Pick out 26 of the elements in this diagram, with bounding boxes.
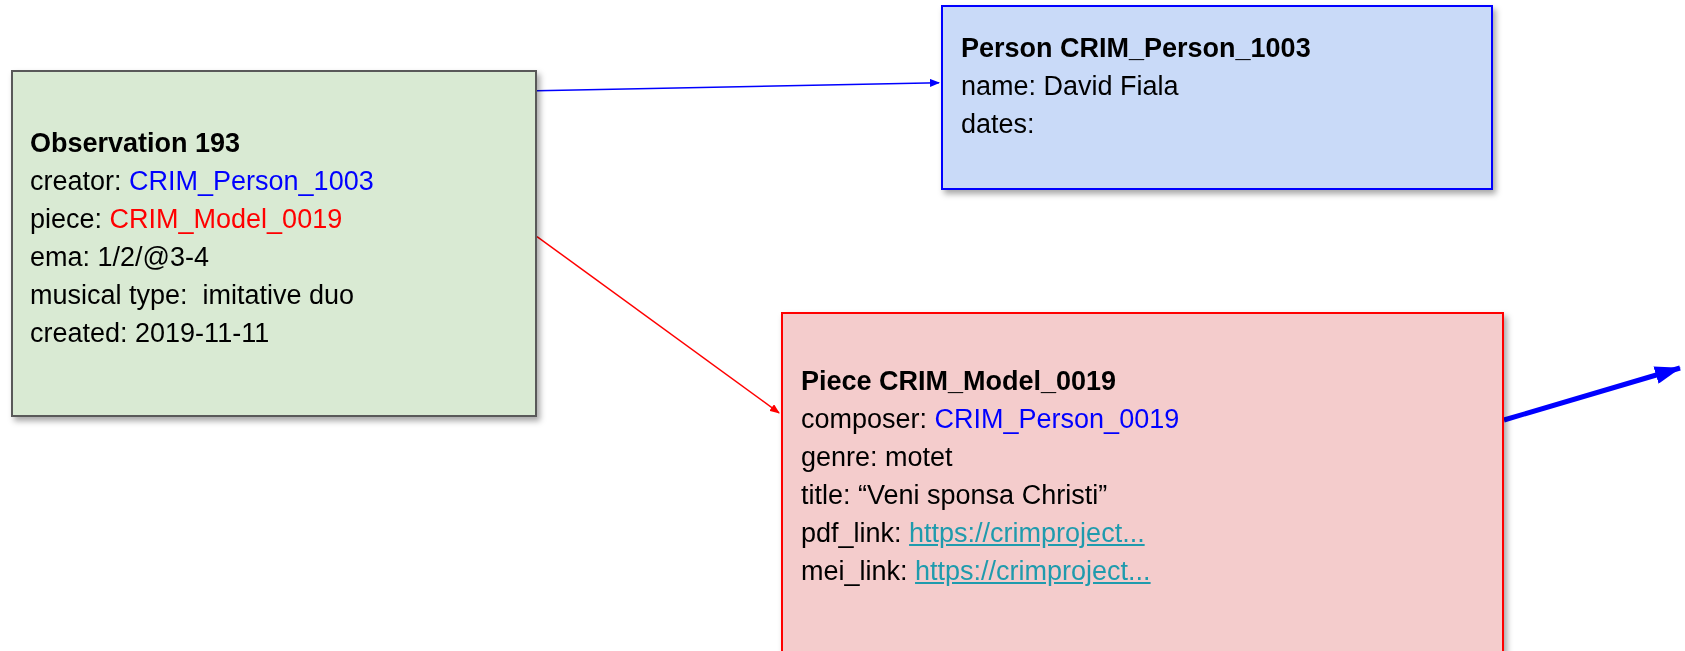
property-label: mei_link: <box>801 555 909 588</box>
arrow <box>1503 365 1681 423</box>
property-value: CRIM_Person_0019 <box>934 403 1180 436</box>
arrow <box>536 78 940 92</box>
record-box <box>941 5 1493 190</box>
property-line: genre: motet <box>801 441 953 474</box>
record-box <box>781 312 1504 651</box>
property-line: title: “Veni sponsa Christi” <box>801 479 1108 512</box>
record-box <box>11 70 537 417</box>
property-line: dates: <box>961 108 1035 141</box>
property-value: CRIM_Person_1003 <box>129 165 374 198</box>
node-heading: Person CRIM_Person_1003 <box>961 32 1311 65</box>
property-line: musical type: imitative duo <box>30 279 355 312</box>
property-label: creator: <box>30 165 123 198</box>
node-heading: Observation 193 <box>30 127 241 160</box>
property-label: composer: <box>801 403 929 436</box>
node-heading: Piece CRIM_Model_0019 <box>801 365 1117 398</box>
property-line: created: 2019-11-11 <box>30 317 270 350</box>
property-label: piece: <box>30 203 104 236</box>
property-line: ema: 1/2/@3-4 <box>30 241 209 274</box>
arrow <box>536 235 780 414</box>
property-line: name: David Fiala <box>961 70 1179 103</box>
link: https://crimproject... <box>915 555 1151 588</box>
property-value: CRIM_Model_0019 <box>109 203 343 236</box>
link: https://crimproject... <box>909 517 1145 550</box>
property-label: pdf_link: <box>801 517 903 550</box>
